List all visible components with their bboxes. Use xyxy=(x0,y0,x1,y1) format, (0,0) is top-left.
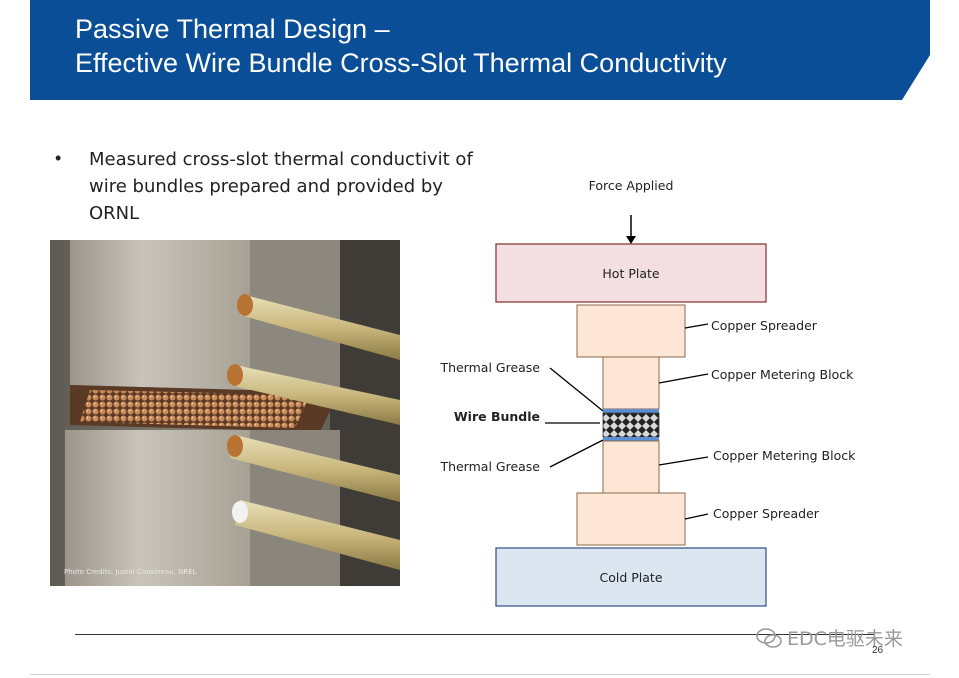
watermark-text: EDC电驱未来 xyxy=(787,628,903,650)
page-number: 26 xyxy=(872,645,884,656)
force-arrow-head xyxy=(626,236,636,244)
copper-spreader-top xyxy=(576,304,686,358)
test-fixture-photo: Photo Credits: Justin Cousineau, NREL xyxy=(50,240,400,586)
leader-spreader-top xyxy=(684,323,709,329)
hot-plate-label: Hot Plate xyxy=(602,266,659,281)
copper-metering-block-bottom-label: Copper Metering Block xyxy=(713,448,856,463)
cold-plate-label: Cold Plate xyxy=(599,570,662,585)
slide-title-line2: Effective Wire Bundle Cross-Slot Thermal… xyxy=(75,48,727,78)
thermal-grease-bottom-label: Thermal Grease xyxy=(439,459,540,474)
slide-title: Passive Thermal Design – Effective Wire … xyxy=(75,12,727,80)
copper-metering-block-top-label: Copper Metering Block xyxy=(711,367,854,382)
leader-metering-top xyxy=(658,373,709,384)
copper-spreader-top-label: Copper Spreader xyxy=(711,318,818,333)
leader-grease-bottom xyxy=(549,439,604,468)
wechat-icon xyxy=(756,627,782,648)
thermal-grease-bottom xyxy=(603,437,659,441)
copper-spreader-bottom-label: Copper Spreader xyxy=(713,506,820,521)
copper-metering-block-bottom xyxy=(602,440,660,494)
copper-spreader-bottom xyxy=(576,492,686,546)
bullet-dot: • xyxy=(55,148,62,168)
photo-credit: Photo Credits: Justin Cousineau, NREL xyxy=(64,568,197,576)
footer-divider xyxy=(75,634,875,635)
header-banner: Passive Thermal Design – Effective Wire … xyxy=(30,0,930,100)
bullet-text: Measured cross-slot thermal conductivit … xyxy=(89,149,473,224)
leader-metering-bottom xyxy=(658,456,709,466)
thermal-grease-top xyxy=(603,409,659,413)
watermark: EDC电驱未来 xyxy=(755,624,903,651)
header-background xyxy=(30,0,930,100)
photo-illustration xyxy=(50,240,400,586)
slide-title-line1: Passive Thermal Design – xyxy=(75,14,390,44)
thermal-test-stack-diagram: Force Applied Hot Plate Copper Spreader … xyxy=(439,178,856,607)
cold-plate xyxy=(495,547,767,607)
hot-plate xyxy=(495,243,767,303)
footer-bottom-rule xyxy=(30,674,930,675)
leader-grease-top xyxy=(549,367,604,412)
thermal-grease-top-label: Thermal Grease xyxy=(439,360,540,375)
leader-spreader-bottom xyxy=(684,513,709,520)
wire-bundle-label: Wire Bundle xyxy=(454,409,540,424)
wire-bundle xyxy=(602,412,660,438)
force-applied-label: Force Applied xyxy=(589,178,674,193)
copper-metering-block-top xyxy=(602,356,660,410)
